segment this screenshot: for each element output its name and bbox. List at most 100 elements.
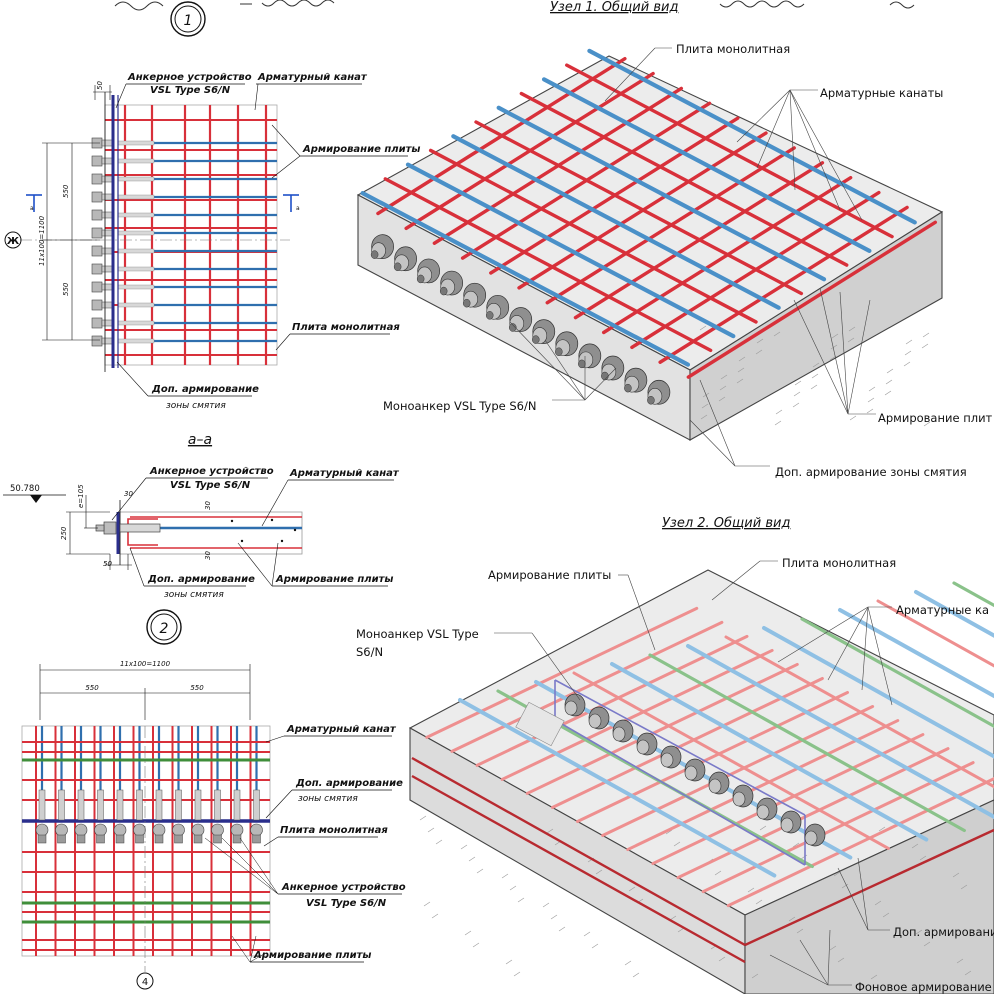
rebar-iso-b	[475, 634, 749, 767]
tendon-iso	[914, 590, 994, 638]
concrete-hatch	[756, 338, 764, 344]
concrete-hatch	[788, 916, 796, 922]
sec-label-extra: Доп. армирование	[147, 574, 255, 585]
concrete-hatch	[919, 855, 927, 861]
tendon-iso	[360, 191, 691, 367]
concrete-hatch	[885, 379, 893, 385]
p2-label-extra2: зоны смятия	[298, 794, 358, 804]
anchor-head	[708, 778, 722, 794]
anchor-device	[94, 789, 107, 844]
rebar-iso-b	[500, 648, 774, 781]
anchor-device	[250, 789, 263, 844]
isometric-view-2: Узел 2. Общий вид Армирование плиты Плит	[356, 516, 994, 994]
concrete-hatch	[546, 828, 554, 834]
anchor-head	[91, 209, 103, 221]
tendon-iso	[458, 698, 777, 878]
anchor-device	[91, 335, 155, 347]
anchor-device	[172, 789, 185, 844]
concrete-hatch	[774, 420, 782, 426]
concrete-hatch	[794, 380, 802, 386]
monoanchor	[555, 331, 579, 357]
monoanchor	[756, 797, 778, 821]
section-a-a: а–а 50.780	[3, 432, 400, 600]
monoanchor	[624, 367, 648, 393]
concrete-hatch	[775, 409, 783, 415]
p1-label-slab: Плита монолитная	[292, 322, 400, 333]
anchor-head	[91, 299, 103, 311]
anchor-sleeve	[117, 194, 155, 200]
anchor-nut	[96, 834, 105, 844]
p1-label-extra: Доп. армирование	[151, 384, 259, 395]
rebar-iso-a	[724, 635, 994, 789]
top-cropped-lettering	[114, 0, 915, 11]
anchor-sleeve	[233, 789, 241, 821]
monoanchor	[660, 745, 682, 769]
iso2-label-slab: Плита монолитная	[782, 556, 896, 570]
cut-label-right: а	[296, 205, 300, 212]
concrete-hatch	[960, 884, 968, 890]
iso1-label-slab: Плита монолитная	[676, 42, 790, 56]
p2-label-reinf: Армирование плиты	[253, 950, 371, 961]
concrete-hatch	[701, 403, 709, 409]
concrete-hatch	[759, 825, 767, 831]
anchor-wedge	[393, 262, 402, 272]
iso1-label-reinf: Армирование плит	[878, 411, 993, 425]
p2-dim-total: 11х100=1100	[120, 660, 171, 668]
concrete-hatch	[800, 854, 808, 860]
monoanchor	[601, 355, 625, 381]
concrete-hatch	[513, 971, 521, 977]
anchor-sleeve	[253, 789, 260, 821]
iso2-label-mono2: S6/N	[356, 645, 383, 659]
concrete-hatch	[882, 912, 890, 918]
monoanchor	[708, 771, 730, 795]
concrete-hatch	[868, 386, 876, 392]
anchor-sleeve	[117, 212, 155, 218]
green-bar-iso	[648, 653, 966, 833]
p2-label-slab: Плита монолитная	[280, 825, 388, 836]
anchor-device	[211, 789, 224, 844]
anchor-head	[91, 335, 103, 347]
concrete-hatch	[923, 421, 931, 427]
anchor-wedge	[416, 274, 425, 284]
concrete-hatch	[718, 396, 726, 402]
p2-label-anchor: Анкерное устройство	[281, 882, 406, 893]
rebar-iso-a	[474, 120, 804, 296]
anchor-device	[152, 789, 166, 844]
concrete-hatch	[831, 333, 839, 339]
concrete-hatch	[718, 956, 726, 962]
concrete-hatch	[866, 408, 874, 414]
tendon-iso	[762, 626, 994, 759]
rebar-iso-b	[701, 761, 975, 894]
anchor-head	[91, 263, 103, 275]
concrete-hatch	[542, 902, 550, 908]
tendon-iso	[686, 644, 994, 820]
concrete-hatch	[427, 827, 435, 833]
concrete-hatch	[792, 842, 800, 848]
concrete-hatch	[737, 367, 745, 373]
anchor-wedge	[439, 286, 448, 296]
concrete-hatch	[923, 941, 931, 947]
anchor-sleeve	[117, 248, 155, 254]
anchor-sleeve	[117, 302, 155, 308]
concrete-hatch	[810, 384, 818, 390]
rebar-iso-b	[651, 733, 925, 866]
concrete-hatch	[591, 943, 599, 949]
anchor-sleeve	[117, 230, 155, 236]
monoanchor	[416, 258, 441, 284]
anchor-head	[230, 823, 244, 837]
node-marker-2: 2	[146, 609, 182, 645]
anchor-wedge	[509, 323, 517, 332]
monoanchor	[462, 282, 487, 308]
anchor-device	[191, 789, 205, 844]
p1-label-anchor-type: VSL Type S6/N	[150, 85, 231, 96]
anchor-head	[91, 191, 103, 203]
concrete-hatch	[476, 868, 484, 874]
anchor-nut	[213, 834, 222, 844]
iso2-label-mono1: Моноанкер VSL Type	[356, 627, 479, 641]
anchor-head	[55, 823, 68, 837]
monoanchor	[588, 706, 610, 730]
concrete-hatch	[922, 332, 930, 338]
rebar-iso-b	[576, 691, 849, 823]
concrete-hatch	[595, 869, 603, 875]
